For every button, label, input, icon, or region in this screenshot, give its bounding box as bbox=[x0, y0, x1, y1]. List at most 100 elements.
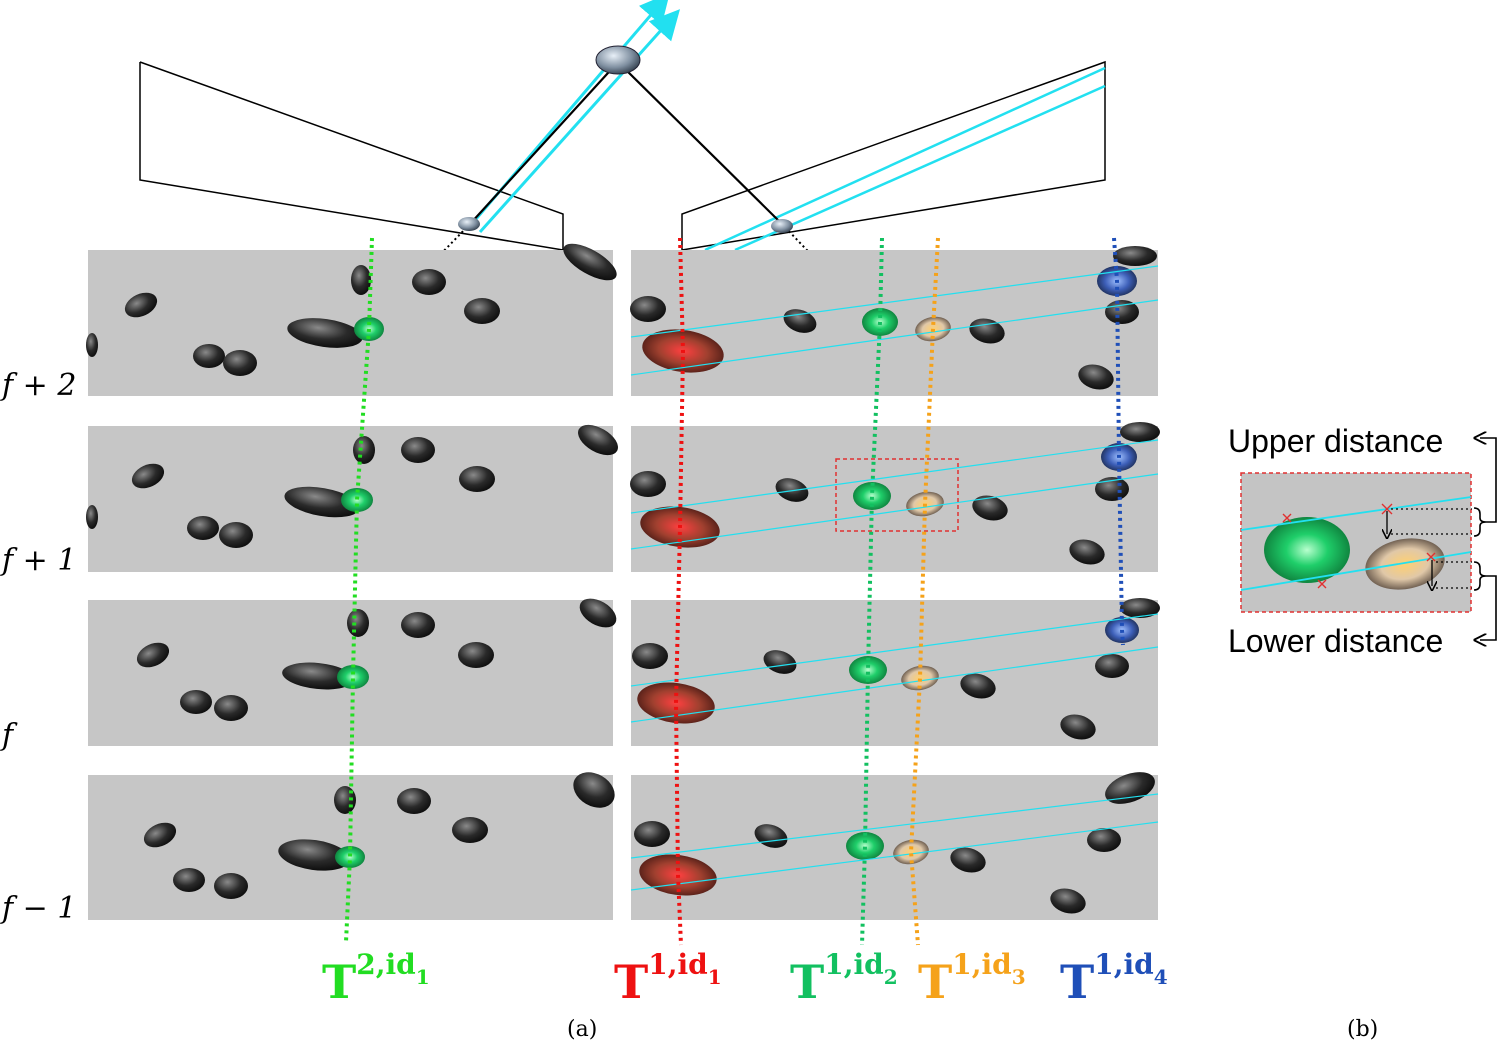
inset-panel-b: Upper distance Lower distance bbox=[1228, 423, 1497, 659]
seed bbox=[1087, 828, 1121, 852]
seed bbox=[563, 243, 617, 281]
epipolar-line bbox=[630, 473, 1159, 550]
seed-projection-right-icon bbox=[771, 219, 793, 233]
cyan-epipolar-1 bbox=[704, 66, 1106, 252]
frame-label-f: f bbox=[0, 718, 18, 753]
seed bbox=[214, 873, 248, 899]
seed bbox=[452, 817, 488, 843]
right-frame-f-minus-1 bbox=[630, 772, 1159, 920]
epipolar-line bbox=[630, 265, 1159, 338]
seed bbox=[1060, 714, 1096, 740]
frame-label-f-plus-2: f + 2 bbox=[0, 368, 76, 403]
seed bbox=[458, 642, 494, 668]
inset-distance-arrows bbox=[1387, 508, 1472, 588]
highlight-box bbox=[835, 458, 959, 532]
seed bbox=[969, 318, 1005, 344]
seed bbox=[193, 344, 225, 368]
seed bbox=[401, 612, 435, 638]
trajectory-line-green-left bbox=[344, 237, 374, 943]
inset-tracked-seed-green bbox=[1264, 517, 1350, 583]
seed bbox=[960, 673, 996, 699]
seed bbox=[412, 269, 446, 295]
seed bbox=[630, 471, 666, 497]
trajectory-labels: T2,id1 T1,id1 T1,id2 T1,id3 T1,id4 bbox=[322, 948, 1168, 1009]
left-frame-f-minus-1 bbox=[88, 772, 615, 920]
seed bbox=[353, 436, 375, 464]
seed bbox=[287, 318, 363, 348]
seed bbox=[351, 265, 371, 295]
epipolar-line bbox=[630, 299, 1159, 376]
seed bbox=[1113, 246, 1157, 266]
seed bbox=[136, 642, 170, 668]
trajectory-label-red: T1,id1 bbox=[614, 948, 722, 1009]
seed bbox=[131, 463, 165, 489]
frame-labels: f + 2 f + 1 f f − 1 bbox=[0, 368, 76, 926]
cyan-epipolar-2 bbox=[734, 84, 1106, 252]
tracked-seed-green bbox=[337, 665, 369, 689]
seed bbox=[464, 298, 500, 324]
trajectory-line-orange bbox=[908, 237, 940, 946]
inset-braces bbox=[1474, 438, 1497, 640]
tracked-seed-green bbox=[846, 832, 884, 860]
seed bbox=[1069, 539, 1105, 565]
seed-projection-left-icon bbox=[458, 217, 480, 231]
lower-distance-label: Lower distance bbox=[1228, 623, 1443, 659]
trajectory-line-green-right bbox=[860, 237, 884, 946]
seed bbox=[86, 333, 98, 357]
seed bbox=[1095, 654, 1129, 678]
seed bbox=[632, 643, 668, 669]
seed bbox=[124, 292, 158, 318]
seed bbox=[1050, 888, 1086, 914]
seed bbox=[579, 598, 617, 628]
right-frame-f-plus-2 bbox=[630, 246, 1159, 396]
seed bbox=[1078, 364, 1114, 390]
frame-label-f-minus-1: f − 1 bbox=[0, 891, 76, 926]
tracked-seed-green bbox=[341, 488, 373, 512]
inset-epipolar-upper bbox=[1240, 496, 1472, 531]
caption-a: (a) bbox=[567, 1017, 597, 1042]
tracked-seed-green bbox=[849, 656, 887, 684]
upper-distance-label: Upper distance bbox=[1228, 423, 1443, 459]
seed bbox=[397, 788, 431, 814]
camera-geometry bbox=[139, 0, 1106, 331]
seed bbox=[219, 522, 253, 548]
seed bbox=[347, 609, 369, 637]
seed bbox=[278, 839, 350, 871]
inset-tracked-seed-orange bbox=[1365, 538, 1445, 590]
seed bbox=[284, 486, 360, 518]
seed bbox=[763, 650, 797, 674]
tracked-seed-green bbox=[335, 846, 365, 868]
trajectory-label-green-right: T1,id2 bbox=[790, 948, 898, 1009]
right-image-plane bbox=[681, 60, 1106, 251]
trajectory-label-blue: T1,id4 bbox=[1060, 948, 1168, 1009]
seed bbox=[1120, 422, 1160, 442]
right-frame-f-plus-1 bbox=[630, 422, 1160, 572]
left-frame-f-plus-2 bbox=[86, 243, 617, 396]
seed bbox=[578, 424, 618, 456]
seed bbox=[459, 466, 495, 492]
seed bbox=[187, 516, 219, 540]
seed bbox=[173, 868, 205, 892]
seed-3d-icon bbox=[595, 45, 641, 75]
tracked-seed-green bbox=[853, 482, 891, 510]
seed bbox=[223, 350, 257, 376]
epipolar-line bbox=[630, 613, 1159, 687]
trajectory-lines bbox=[344, 237, 1125, 946]
seed bbox=[573, 772, 615, 808]
epipolar-line bbox=[630, 439, 1159, 514]
right-camera-frames bbox=[630, 246, 1160, 920]
tracked-seed-orange bbox=[893, 839, 929, 865]
seed bbox=[1120, 598, 1160, 618]
right-frame-f bbox=[630, 598, 1160, 746]
tracked-seed-orange bbox=[901, 665, 939, 691]
seed bbox=[214, 695, 248, 721]
seed bbox=[86, 505, 98, 529]
left-camera-frames bbox=[86, 243, 618, 920]
seed bbox=[630, 296, 666, 322]
left-frame-f-plus-1 bbox=[86, 424, 618, 572]
seed bbox=[282, 662, 354, 690]
trajectory-label-orange: T1,id3 bbox=[918, 948, 1026, 1009]
seed bbox=[180, 690, 212, 714]
projection-dotted-right bbox=[781, 223, 869, 315]
